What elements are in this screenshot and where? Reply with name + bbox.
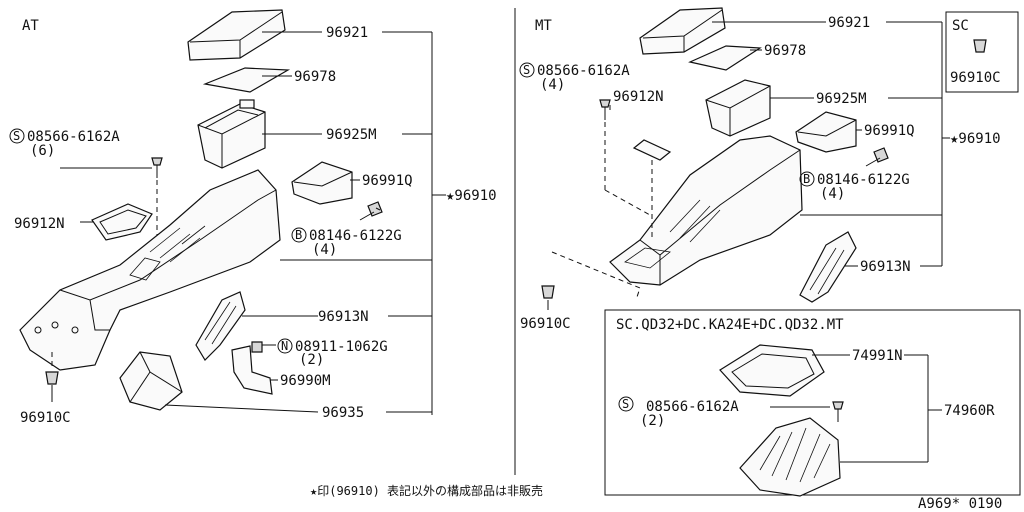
box-screw	[832, 401, 844, 410]
label-mt-96978: 96978	[764, 43, 806, 59]
console-box-mt	[705, 79, 771, 137]
screw-mt	[599, 99, 651, 216]
label-box-08566: 08566-6162A	[646, 399, 739, 415]
label-mt-96913n: 96913N	[860, 259, 911, 275]
label-at-96925m: 96925M	[326, 127, 377, 143]
svg-text:S: S	[523, 63, 530, 77]
section-label-mt: MT	[535, 18, 552, 34]
sc-part-label: 96910C	[950, 70, 1001, 86]
mt-leaders	[547, 21, 950, 310]
label-box-08566-qty: (2)	[640, 413, 665, 429]
clip-at	[45, 352, 59, 385]
variant-box-title: SC.QD32+DC.KA24E+DC.QD32.MT	[616, 317, 844, 333]
boot-ring	[719, 344, 825, 397]
svg-text:B: B	[803, 172, 810, 186]
svg-text:S: S	[622, 397, 629, 411]
label-at-96913n: 96913N	[318, 309, 369, 325]
console-body-at	[19, 169, 281, 371]
label-mt-96912n: 96912N	[613, 89, 664, 105]
label-mt-08146: 08146-6122G	[817, 172, 910, 188]
console-box-at	[197, 99, 266, 169]
shift-boot	[739, 417, 841, 497]
label-mt-96991q: 96991Q	[864, 123, 915, 139]
label-mt-08146-qty: (4)	[820, 186, 845, 202]
label-at-96990m: 96990M	[280, 373, 331, 389]
bracket-96990m	[231, 345, 273, 395]
bolt-mt	[865, 147, 889, 167]
svg-text:S: S	[13, 129, 20, 143]
bracket-at	[291, 161, 353, 205]
console-body-mt	[609, 135, 803, 286]
label-at-08146-qty: (4)	[312, 242, 337, 258]
label-mt-08566: 08566-6162A	[537, 63, 630, 79]
label-at-assembly: ★96910	[446, 188, 497, 204]
armrest-lid-mt	[639, 7, 726, 55]
label-mt-assembly: ★96910	[950, 131, 1001, 147]
footer-code: A969* 0190	[918, 496, 1002, 512]
svg-text:B: B	[295, 228, 302, 242]
clip-mt	[541, 251, 641, 301]
side-panel-at	[195, 291, 246, 361]
label-at-08146: 08146-6122G	[309, 228, 402, 244]
nut-mark-at: N	[277, 338, 293, 354]
label-at-96912n: 96912N	[14, 216, 65, 232]
label-at-96910c: 96910C	[20, 410, 71, 426]
label-mt-08566-qty: (4)	[540, 77, 565, 93]
nut-at	[251, 341, 263, 353]
bolt-mark-mt: B	[799, 171, 815, 187]
bolt-mark-at: B	[291, 227, 307, 243]
side-panel-mt	[799, 231, 857, 303]
label-box-74960r: 74960R	[944, 403, 995, 419]
trim-ring-at	[91, 203, 153, 241]
variant-box: SC.QD32+DC.KA24E+DC.QD32.MT	[604, 309, 1021, 497]
bolt-at	[359, 201, 383, 221]
label-box-74991n: 74991N	[852, 348, 903, 364]
label-mt-96921: 96921	[828, 15, 870, 31]
label-at-08911: 08911-1062G	[295, 339, 388, 355]
pad-mt	[688, 45, 762, 71]
label-at-96991q: 96991Q	[362, 173, 413, 189]
label-at-08566-qty: (6)	[30, 143, 55, 159]
screw-mark-at: S	[9, 128, 25, 144]
label-at-08911-qty: (2)	[299, 352, 324, 368]
label-mt-96910c: 96910C	[520, 316, 571, 332]
label-at-96935: 96935	[322, 405, 364, 421]
label-at-96921: 96921	[326, 25, 368, 41]
screw-mark-mt: S	[519, 62, 535, 78]
section-label-at: AT	[22, 18, 39, 34]
screw-at	[151, 157, 163, 235]
bracket-mt	[795, 111, 857, 153]
armrest-lid-at	[187, 9, 286, 61]
svg-text:N: N	[281, 339, 288, 353]
label-mt-96925m: 96925M	[816, 91, 867, 107]
sc-label: SC	[952, 18, 969, 34]
boot-96935	[119, 351, 183, 411]
at-leaders	[51, 31, 446, 415]
trim-plate-mt	[632, 139, 672, 240]
pad-at	[202, 67, 291, 93]
sc-inset: SC 96910C	[945, 11, 1019, 93]
footer-note: ★印(96910) 表記以外の構成部品は非販売	[310, 483, 543, 498]
screw-mark-box: S	[618, 396, 634, 412]
label-at-96978: 96978	[294, 69, 336, 85]
label-at-08566: 08566-6162A	[27, 129, 120, 145]
